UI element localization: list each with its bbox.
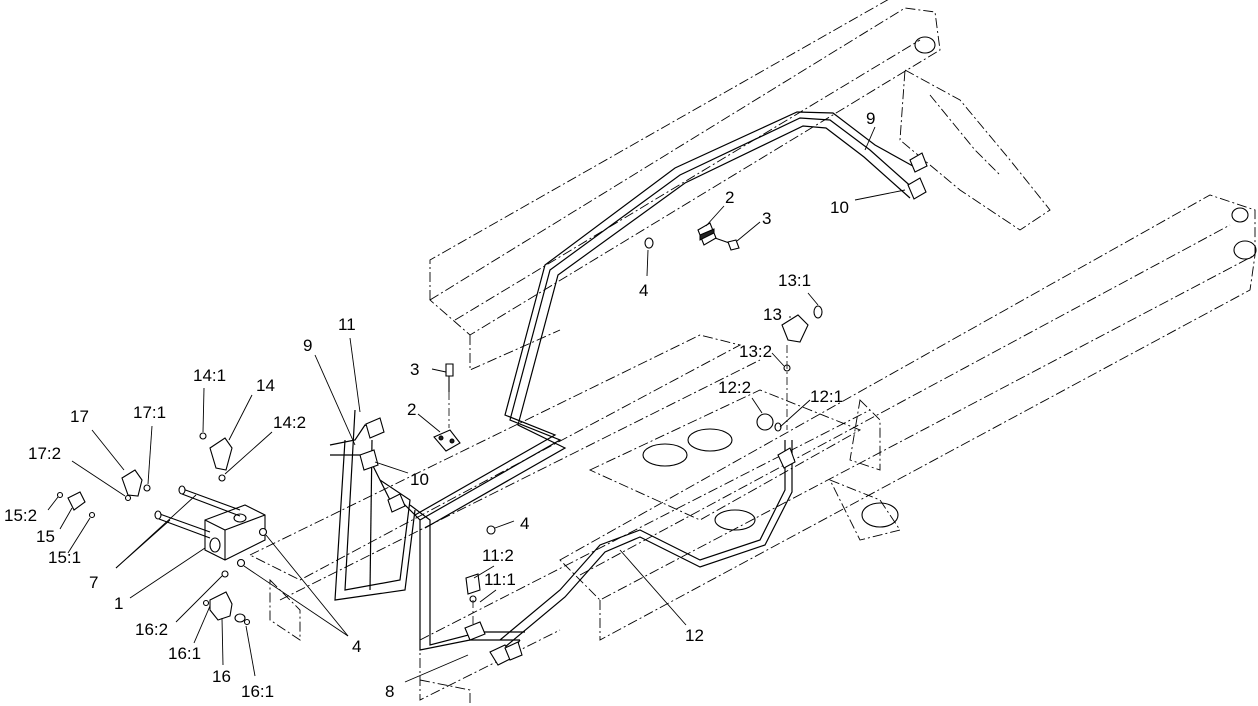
callout-4-middle: 4 [520,514,529,533]
callout-13: 13 [763,305,782,324]
callout-14-2: 14:2 [273,413,306,432]
callout-17-1: 17:1 [133,403,166,422]
hydraulic-tubes [329,111,921,656]
callout-14: 14 [256,376,275,395]
clamps-and-fasteners [359,152,928,666]
callout-labels: 1 2 2 3 3 4 4 4 7 8 9 9 10 10 11 11:1 11… [4,109,875,701]
callout-2-middle: 2 [407,400,416,419]
callout-1: 1 [114,594,123,613]
callout-7: 7 [89,573,98,592]
callout-10-left: 10 [410,470,429,489]
callout-16-2: 16:2 [135,620,168,639]
callout-17-2: 17:2 [28,444,61,463]
callout-12-1: 12:1 [810,387,843,406]
callout-9-left: 9 [303,336,312,355]
callout-12: 12 [685,626,704,645]
callout-11-2: 11:2 [482,546,514,565]
callout-17: 17 [70,407,89,426]
callout-10-upper: 10 [830,198,849,217]
callout-16-1-left: 16:1 [168,644,201,663]
callout-3-upper: 3 [762,209,771,228]
callout-15: 15 [36,527,55,546]
callout-3-middle: 3 [410,360,419,379]
callout-13-1: 13:1 [778,271,811,290]
callout-4-upper: 4 [639,281,648,300]
callout-15-2: 15:2 [4,506,37,525]
valve-block-assembly [56,432,268,626]
chassis-frame [248,0,1257,706]
callout-16-1-right: 16:1 [241,682,274,701]
callout-4-lower: 4 [352,637,361,656]
callout-11: 11 [338,315,356,334]
callout-2-upper: 2 [725,188,734,207]
callout-14-1: 14:1 [193,366,226,385]
callout-11-1: 11:1 [484,570,516,589]
callout-13-2: 13:2 [739,342,772,361]
callout-8: 8 [385,682,394,701]
callout-15-1: 15:1 [48,548,81,567]
leader-lines [47,126,906,683]
callout-16: 16 [212,667,231,686]
callout-12-2: 12:2 [718,378,751,397]
callout-9-upper: 9 [866,109,875,128]
